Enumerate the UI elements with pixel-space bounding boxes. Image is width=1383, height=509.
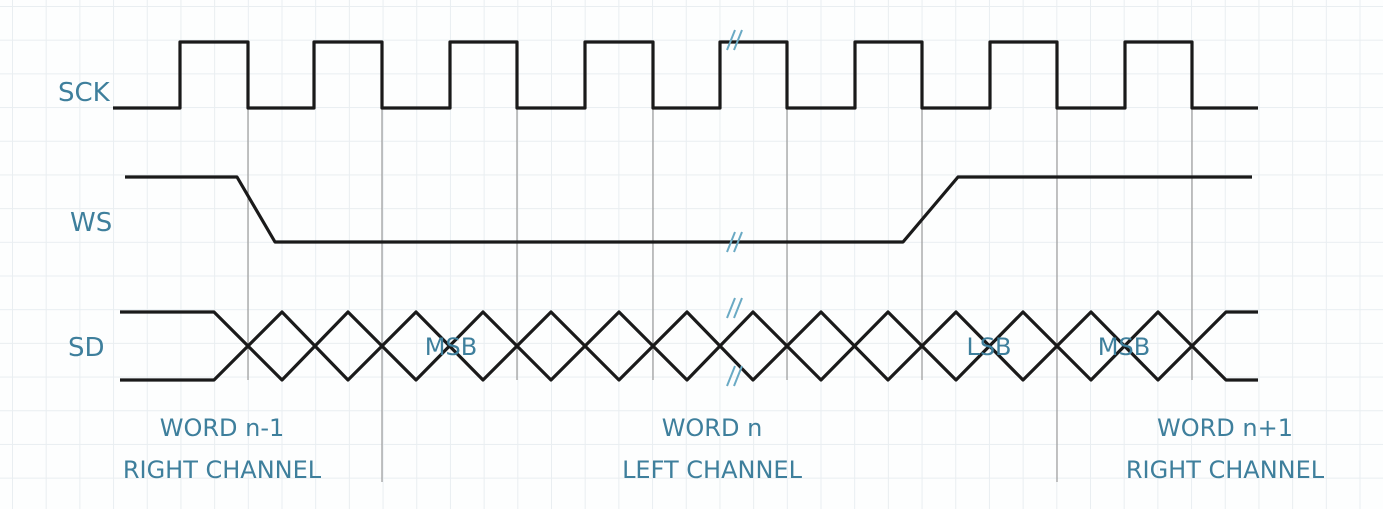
- word-n-minus-1-label: WORD n-1: [160, 414, 285, 442]
- lsb-bit-word-n: LSB: [966, 333, 1011, 361]
- msb-bit-word-n1: MSB: [1098, 333, 1150, 361]
- sd-label: SD: [68, 333, 105, 363]
- sck-waveform: [113, 40, 1258, 110]
- sck-label: SCK: [58, 78, 111, 108]
- sd-waveform: [120, 310, 1258, 382]
- clock-edge-guides: [247, 108, 1193, 482]
- msb-bit-word-n: MSB: [425, 333, 477, 361]
- time-break-icon: [726, 297, 743, 319]
- word-n-plus-1-label: WORD n+1: [1157, 414, 1293, 442]
- word-n-plus-1-channel: RIGHT CHANNEL: [1126, 456, 1325, 484]
- word-n-channel: LEFT CHANNEL: [622, 456, 803, 484]
- time-break-markers: [726, 29, 743, 387]
- word-n-minus-1-channel: RIGHT CHANNEL: [123, 456, 322, 484]
- ws-waveform: [125, 175, 1252, 244]
- word-n-label: WORD n: [662, 414, 763, 442]
- time-break-icon: [726, 365, 743, 387]
- time-break-icon: [726, 231, 743, 253]
- time-break-icon: [726, 29, 743, 51]
- ws-label: WS: [70, 208, 112, 238]
